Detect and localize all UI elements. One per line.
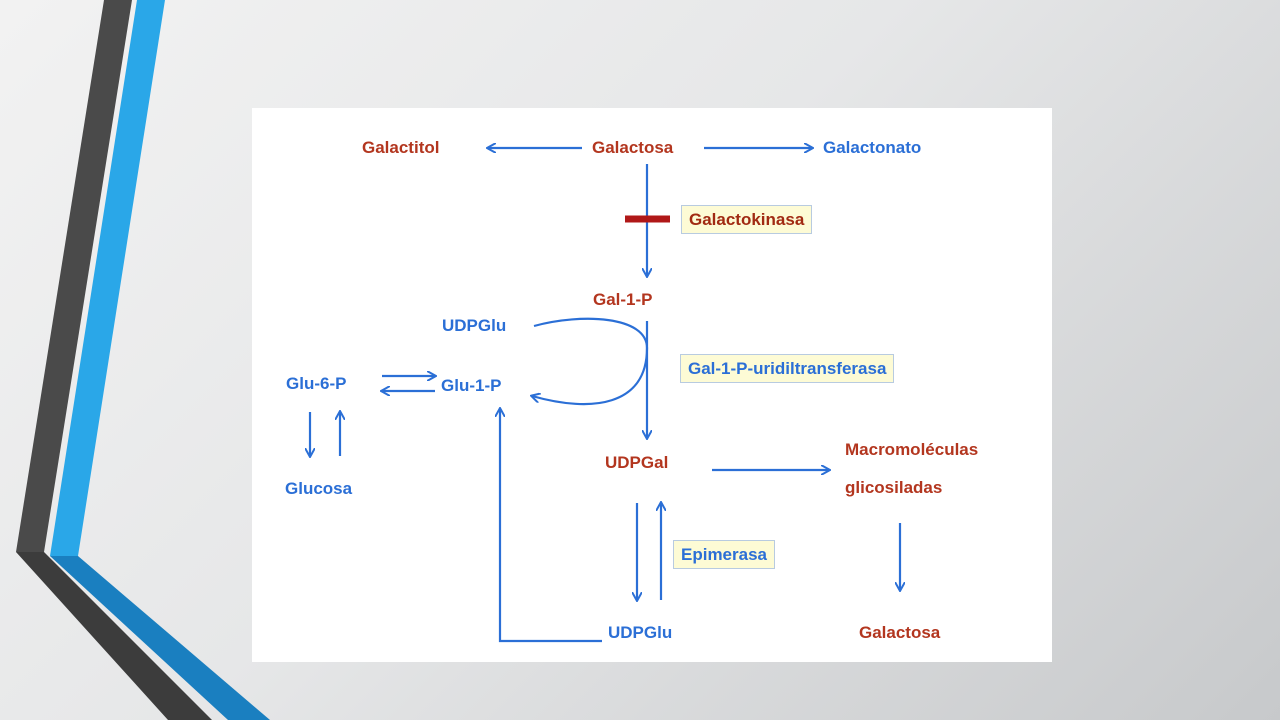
dark-stripe-lower: [16, 552, 212, 720]
compound-glu-1-p: Glu-1-P: [441, 376, 502, 395]
compound-galactonato: Galactonato: [823, 138, 922, 157]
dark-stripe-upper: [16, 0, 132, 552]
blue-stripe-lower: [50, 556, 270, 720]
arrow-udpglu-to-glu1p: [500, 409, 602, 643]
compound-macromoleculas: Macromoléculas: [845, 440, 979, 459]
enzyme-galactokinasa: Galactokinasa: [681, 205, 813, 234]
compound-galactosa: Galactosa: [592, 138, 674, 157]
blue-stripe-upper: [50, 0, 165, 556]
compound-udpglu-upper: UDPGlu: [442, 316, 507, 335]
compound-galactitol: Galactitol: [362, 138, 440, 157]
compound-glicosiladas: glicosiladas: [845, 478, 943, 497]
compound-gal-1-p: Gal-1-P: [593, 290, 653, 309]
enzyme-gal-1-p-uridiltransferasa: Gal-1-P-uridiltransferasa: [680, 354, 895, 383]
curve-udpglu-to-glu1p: [532, 317, 649, 406]
diagram-panel: Galactitol Galactosa Galactonato Gal-1-P…: [252, 108, 1052, 662]
compound-udpgal: UDPGal: [605, 453, 669, 472]
compound-glucosa: Glucosa: [285, 479, 353, 498]
compound-glu-6-p: Glu-6-P: [286, 374, 347, 393]
enzyme-epimerasa: Epimerasa: [673, 540, 775, 569]
compound-galactosa-lower: Galactosa: [859, 623, 941, 642]
compound-udpglu-lower: UDPGlu: [608, 623, 673, 642]
pathway-arrows: [252, 108, 1052, 643]
